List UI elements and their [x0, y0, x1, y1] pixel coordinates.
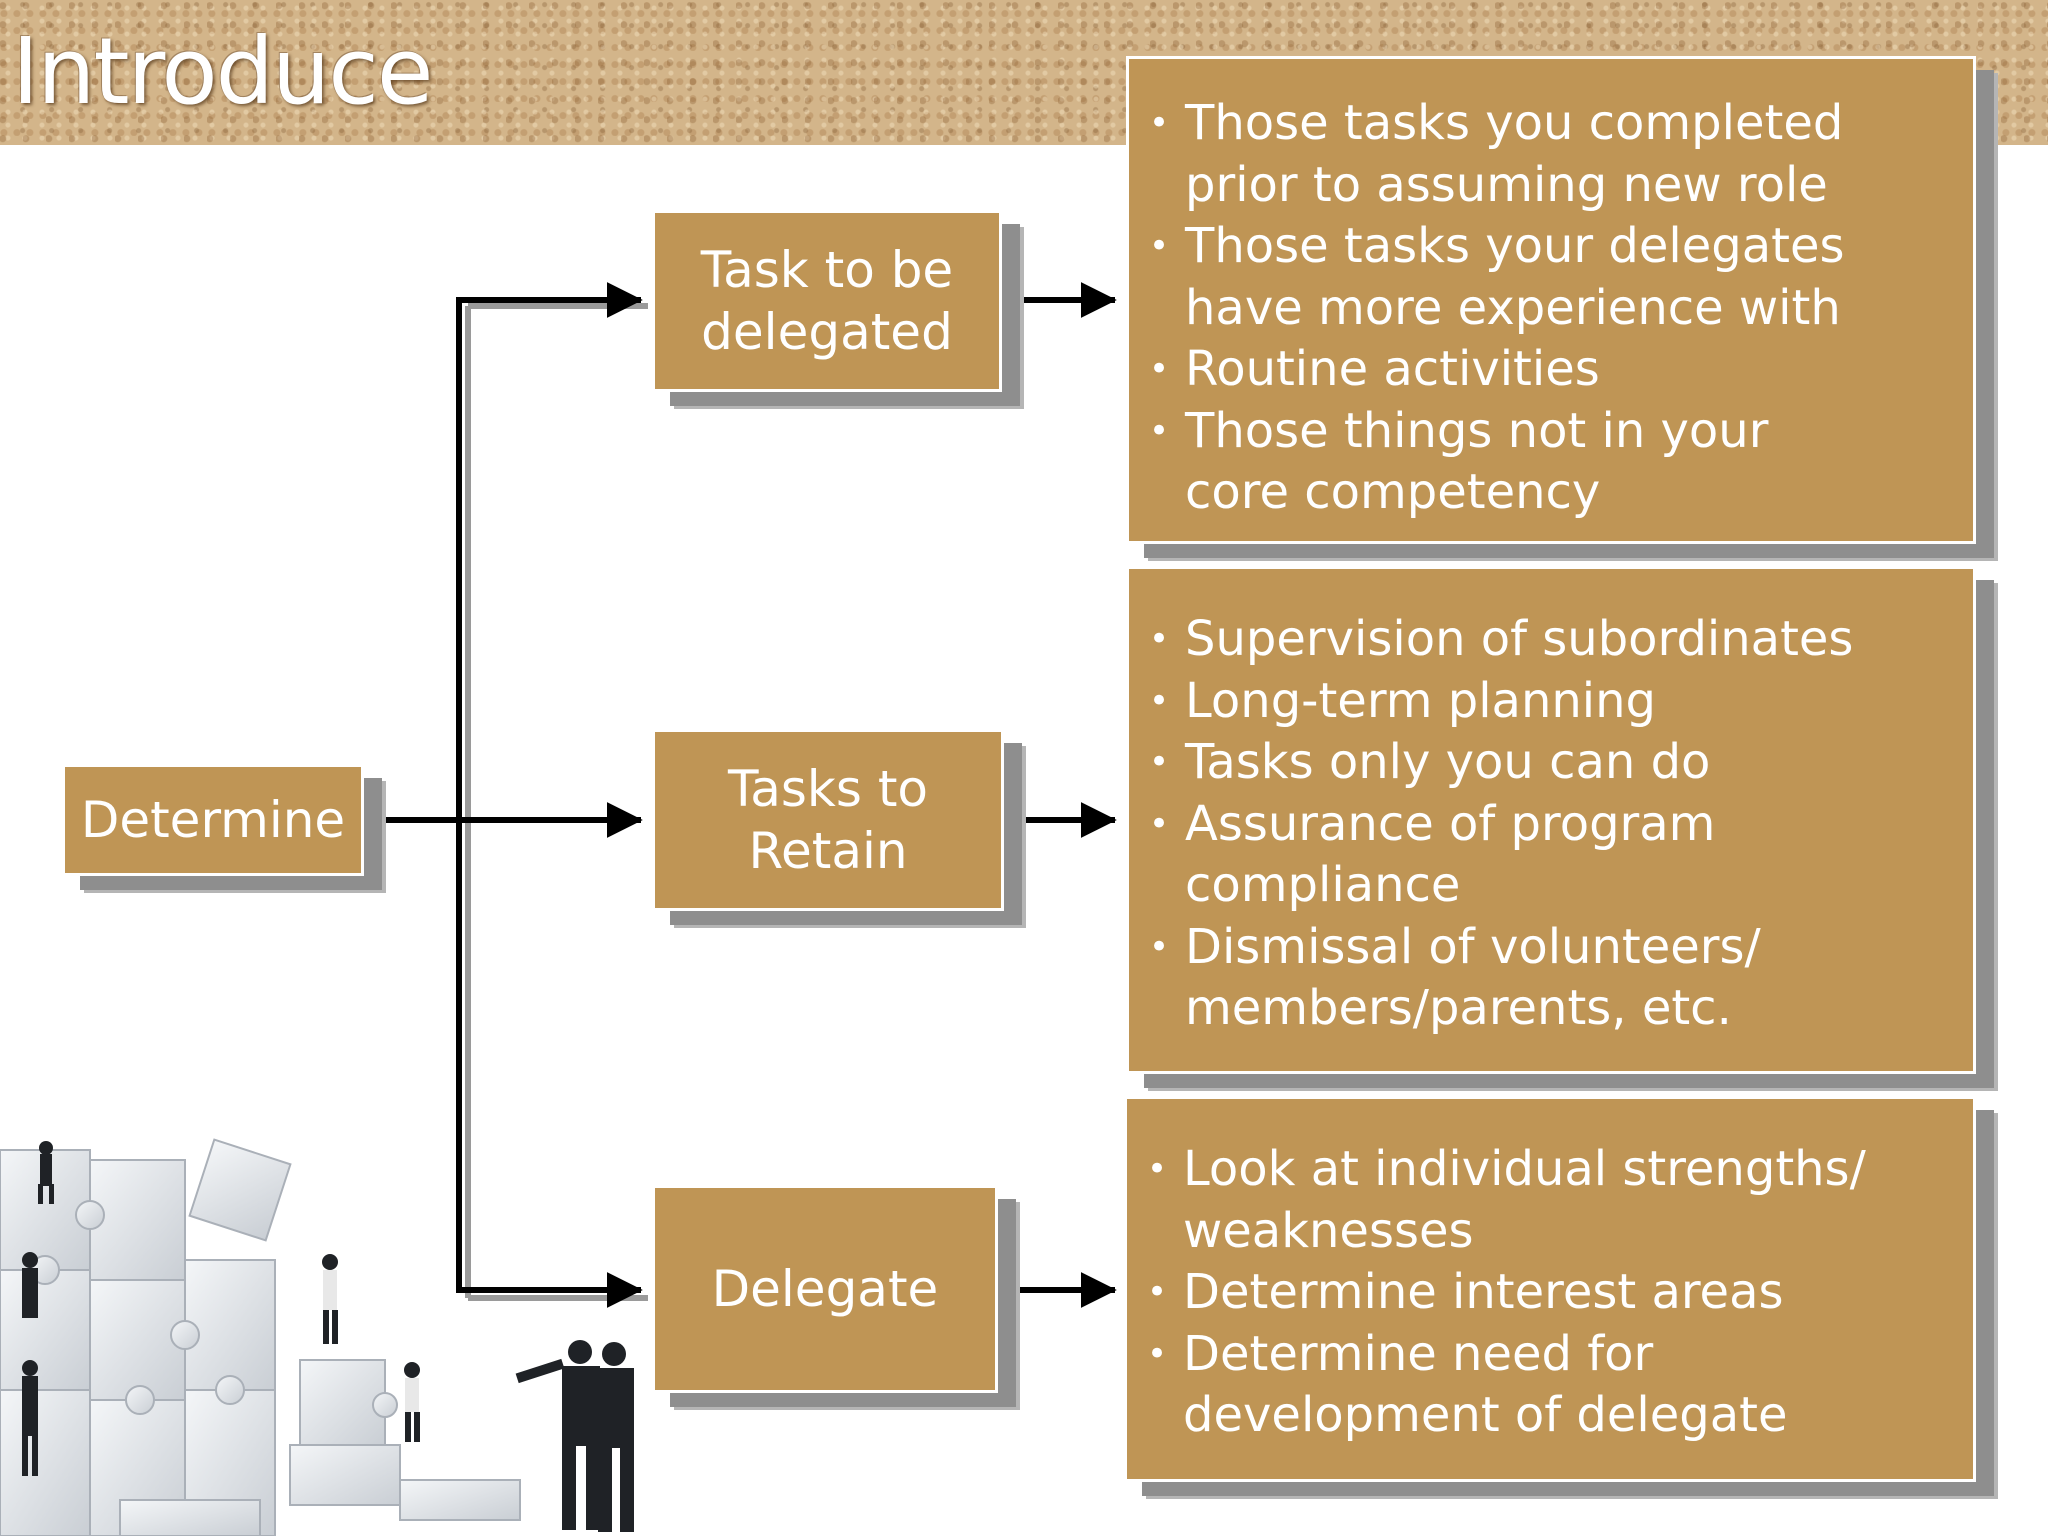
determine-node: Determine: [62, 764, 364, 876]
delegated-tasks-list-box: Those tasks you completed prior to assum…: [1126, 56, 1976, 544]
task-delegated-line-2: delegated: [701, 303, 953, 361]
list-item: Look at individual strengths/ weaknesses: [1141, 1139, 1953, 1262]
list-item: Determine interest areas: [1141, 1262, 1953, 1324]
delegate-steps-list: Look at individual strengths/ weaknesses…: [1141, 1139, 1953, 1447]
determine-label: Determine: [80, 791, 346, 849]
task-delegated-line-1: Task to be: [700, 241, 954, 299]
list-item: Those things not in your core competency: [1143, 401, 1953, 524]
tasks-to-retain-node: Tasks to Retain: [652, 729, 1004, 911]
list-item: Long-term planning: [1143, 671, 1953, 733]
retain-tasks-list-box: Supervision of subordinates Long-term pl…: [1126, 566, 1976, 1074]
list-item: Determine need for development of delega…: [1141, 1324, 1953, 1447]
task-to-be-delegated-node: Task to be delegated: [652, 210, 1002, 392]
tasks-retain-line-2: Retain: [748, 822, 908, 880]
list-item: Those tasks your delegates have more exp…: [1143, 216, 1953, 339]
delegated-tasks-list: Those tasks you completed prior to assum…: [1143, 93, 1953, 524]
tasks-retain-line-1: Tasks to: [727, 760, 929, 818]
retain-tasks-list: Supervision of subordinates Long-term pl…: [1143, 609, 1953, 1040]
puzzle-teamwork-illustration: [0, 1138, 634, 1536]
list-item: Tasks only you can do: [1143, 732, 1953, 794]
list-item: Dismissal of volunteers/ members/parents…: [1143, 917, 1953, 1040]
list-item: Routine activities: [1143, 339, 1953, 401]
delegate-label: Delegate: [711, 1260, 939, 1318]
list-item: Supervision of subordinates: [1143, 609, 1953, 671]
delegate-steps-list-box: Look at individual strengths/ weaknesses…: [1124, 1096, 1976, 1482]
list-item: Assurance of program compliance: [1143, 794, 1953, 917]
list-item: Those tasks you completed prior to assum…: [1143, 93, 1953, 216]
slide-title: Introduce: [12, 18, 433, 125]
delegate-node: Delegate: [652, 1185, 998, 1393]
